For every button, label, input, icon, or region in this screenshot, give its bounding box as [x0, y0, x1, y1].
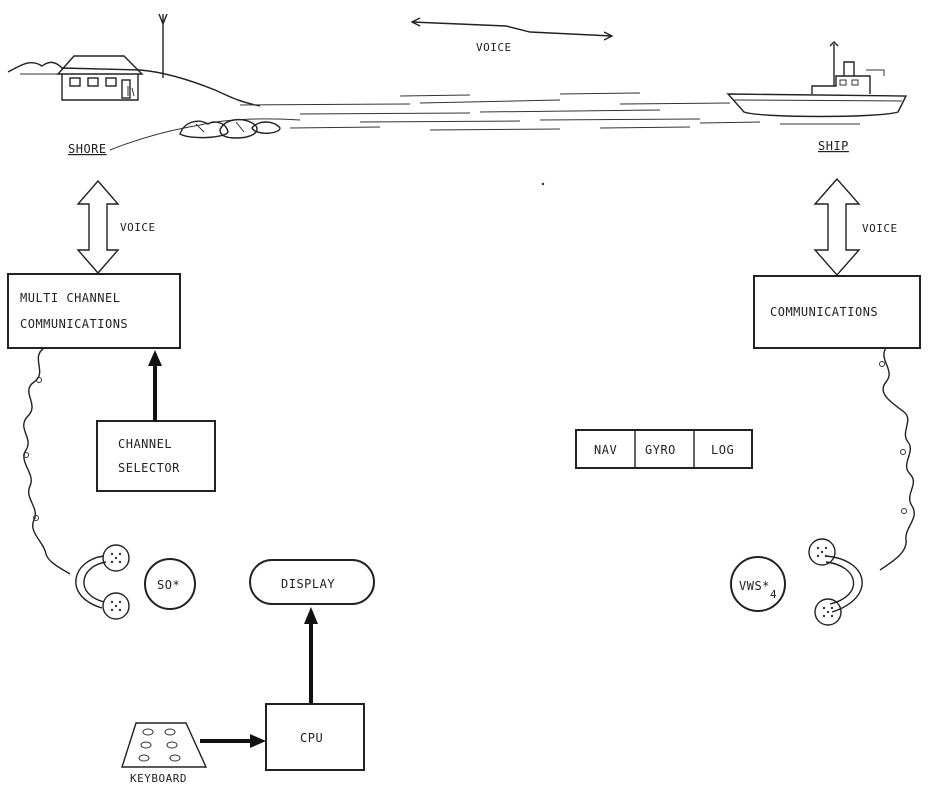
vws-label: VWS* [739, 579, 770, 593]
ship-communications-label: COMMUNICATIONS [770, 305, 878, 319]
display-label: DISPLAY [281, 577, 335, 591]
voice-radio-link: VOICE [412, 18, 612, 54]
channel-selector-label-line2: SELECTOR [118, 461, 180, 475]
headset-cord-left [24, 348, 71, 574]
so-label: SO* [157, 578, 180, 592]
shore-label: SHORE [68, 142, 107, 156]
nav-gyro-log-strip: NAV GYRO LOG [576, 430, 752, 468]
shore-house-icon [58, 56, 142, 100]
shore-scene [8, 14, 300, 150]
vws-operator-circle: VWS* 4 [731, 557, 785, 611]
headset-cord-right [880, 348, 915, 570]
keyboard-label: KEYBOARD [130, 772, 187, 785]
channel-selector-label-line1: CHANNEL [118, 437, 172, 451]
log-label: LOG [711, 443, 734, 457]
keyboard-icon [122, 723, 206, 767]
nav-label: NAV [594, 443, 617, 457]
selector-to-comms-arrow [148, 350, 162, 421]
voice-label-left: VOICE [120, 221, 156, 234]
cpu-label: CPU [300, 731, 323, 745]
antenna-icon [159, 14, 167, 78]
rocks-icon [180, 120, 280, 138]
ship-communications-box: COMMUNICATIONS [754, 276, 920, 348]
voice-link-label: VOICE [476, 41, 512, 54]
headset-icon-right [809, 539, 862, 625]
display-box: DISPLAY [250, 560, 374, 604]
voice-double-arrow-right [815, 179, 859, 275]
voice-label-right: VOICE [862, 222, 898, 235]
cpu-box: CPU [266, 704, 364, 770]
multi-channel-communications-box: MULTI CHANNEL COMMUNICATIONS [8, 274, 180, 348]
gyro-label: GYRO [645, 443, 676, 457]
ship-icon [728, 42, 906, 117]
multi-channel-label-line1: MULTI CHANNEL [20, 291, 120, 305]
channel-selector-box: CHANNEL SELECTOR [97, 421, 215, 491]
voice-double-arrow-left [78, 181, 118, 273]
ship-label: SHIP [818, 139, 849, 153]
headset-icon-left [76, 545, 129, 619]
vws-subscript: 4 [770, 588, 777, 601]
multi-channel-label-line2: COMMUNICATIONS [20, 317, 128, 331]
so-operator-circle: SO* [145, 559, 195, 609]
keyboard-to-cpu-arrow [200, 734, 266, 748]
sea-waves [240, 93, 860, 130]
cpu-to-display-arrow [304, 607, 318, 704]
